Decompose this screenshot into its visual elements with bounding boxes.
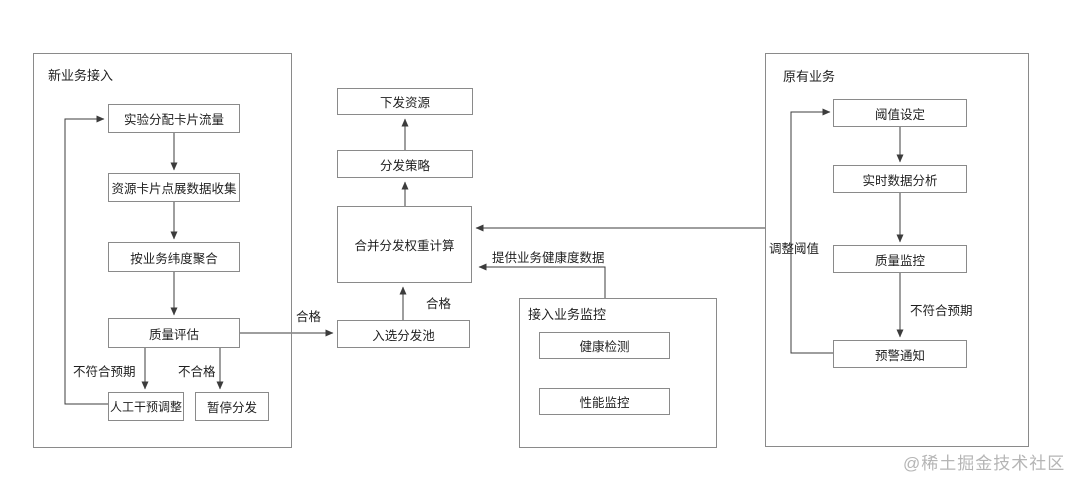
group-access-monitor-title: 接入业务监控 [528, 307, 607, 322]
node-manual-intervention-adjust: 人工干预调整 [108, 392, 184, 421]
node-card-impression-data-collect: 资源卡片点展数据收集 [108, 173, 240, 202]
node-performance-monitor: 性能监控 [539, 388, 670, 415]
node-health-check: 健康检测 [539, 332, 670, 359]
node-quality-monitor: 质量监控 [833, 245, 967, 273]
node-quality-evaluation: 质量评估 [108, 318, 240, 348]
node-realtime-data-analysis: 实时数据分析 [833, 165, 967, 193]
edge-label-not-expected-left: 不符合预期 [73, 365, 136, 379]
node-experiment-allocate-traffic: 实验分配卡片流量 [108, 104, 240, 133]
edge-label-adjust-threshold: 调整阈值 [769, 242, 820, 256]
watermark: @稀土掘金技术社区 [903, 454, 1066, 473]
edge-label-provide-health-data: 提供业务健康度数据 [492, 251, 605, 265]
group-existing-business [765, 53, 1029, 447]
edge-label-unqualified: 不合格 [178, 365, 216, 379]
node-dispatch-strategy: 分发策略 [337, 150, 473, 178]
edge-label-not-expected-right: 不符合预期 [910, 304, 973, 318]
group-new-business-title: 新业务接入 [48, 68, 114, 83]
edge-monitor-to-merge [478, 263, 606, 298]
node-alert-notification: 预警通知 [833, 340, 967, 368]
node-merge-dispatch-weight-calc: 合并分发权重计算 [337, 206, 472, 283]
node-deliver-resource: 下发资源 [337, 88, 473, 115]
group-existing-business-title: 原有业务 [783, 69, 836, 84]
group-new-business [33, 53, 292, 448]
node-pause-dispatch: 暂停分发 [195, 392, 269, 421]
edge-label-qualified-left: 合格 [296, 310, 322, 324]
node-threshold-setting: 阈值设定 [833, 99, 967, 127]
edge-label-qualified-center: 合格 [426, 297, 452, 311]
node-selected-dispatch-pool: 入选分发池 [337, 320, 470, 348]
group-access-monitor [519, 298, 717, 448]
node-aggregate-by-business-dimension: 按业务纬度聚合 [108, 242, 240, 272]
